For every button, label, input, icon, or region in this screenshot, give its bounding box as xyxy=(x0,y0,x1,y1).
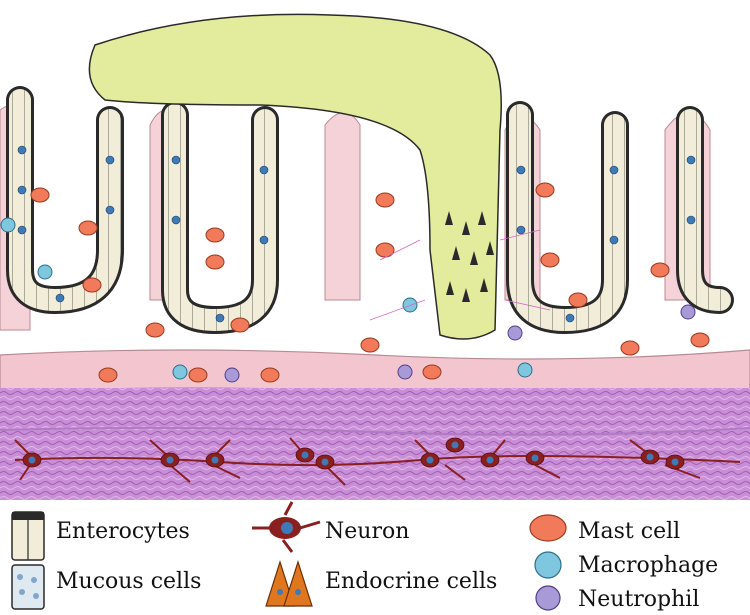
neuron-legend-icon xyxy=(252,501,321,553)
legend: Enterocytes Mucous cells Neuron Endocrin… xyxy=(11,501,718,612)
parasite xyxy=(88,13,551,340)
legend-mucous-cells: Mucous cells xyxy=(56,569,201,594)
endocrine-cells-legend-icon xyxy=(265,560,313,607)
mucous-cells-legend-icon xyxy=(11,564,45,610)
legend-neuron: Neuron xyxy=(325,519,409,544)
muscle-layer xyxy=(0,388,750,500)
neutrophil-legend-icon xyxy=(535,585,561,611)
macrophage-legend-icon xyxy=(534,551,562,579)
macrophages xyxy=(0,217,533,380)
legend-macrophage: Macrophage xyxy=(578,553,718,578)
enterocytes-legend-icon xyxy=(11,511,45,561)
epithelium-nuclei xyxy=(17,145,696,323)
legend-mast-cell: Mast cell xyxy=(578,519,680,544)
legend-enterocytes: Enterocytes xyxy=(56,519,190,544)
mast-cells xyxy=(30,182,710,383)
legend-endocrine-cells: Endocrine cells xyxy=(325,569,497,594)
legend-neutrophil: Neutrophil xyxy=(578,587,699,612)
neutrophils xyxy=(224,304,696,383)
mast-cell-legend-icon xyxy=(529,514,567,542)
